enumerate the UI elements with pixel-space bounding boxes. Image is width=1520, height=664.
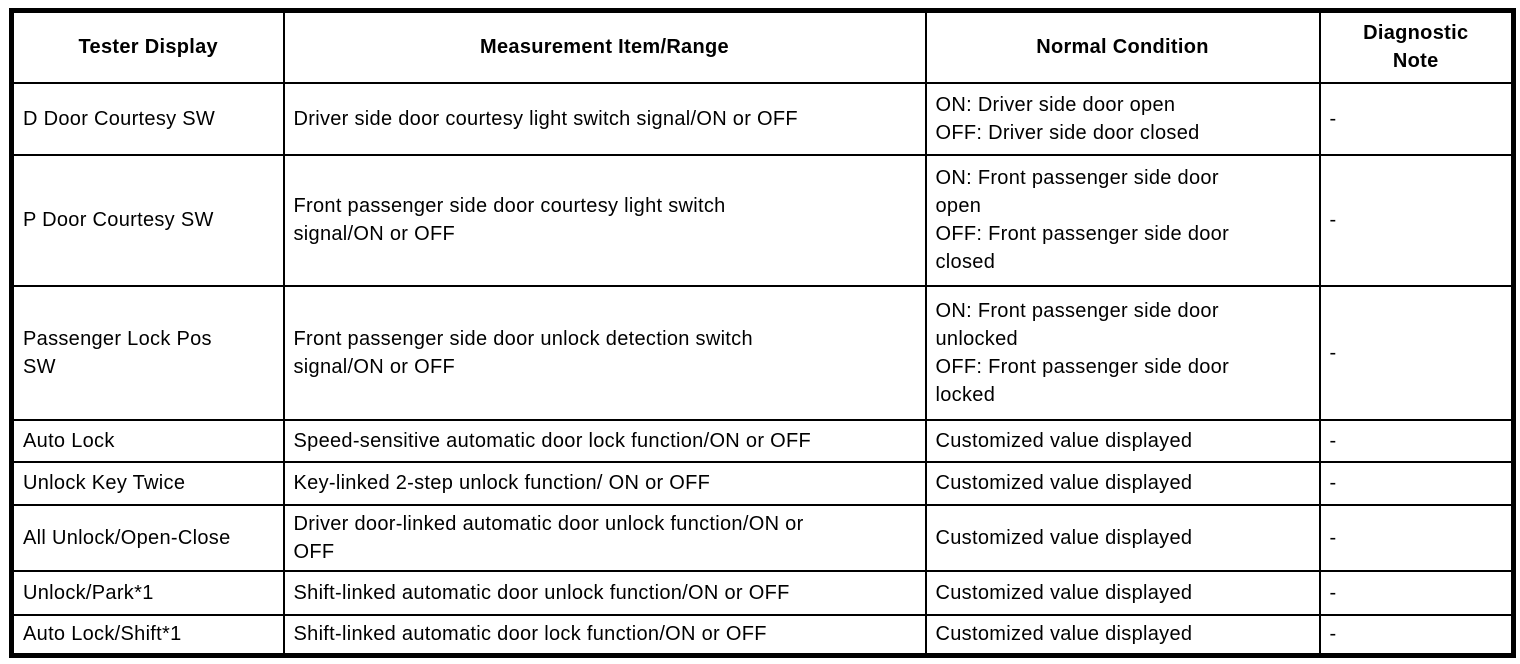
cell-measurement-item-range: Driver side door courtesy light switch s…	[282, 81, 927, 156]
cell-diagnostic-note: -	[1318, 284, 1515, 421]
column-header-measurement-item-range: Measurement Item/Range	[282, 9, 927, 84]
cell-measurement-item-range: Shift-linked automatic door lock functio…	[282, 613, 927, 657]
table-row: Passenger Lock Pos SW Front passenger si…	[10, 284, 1515, 421]
cell-normal-condition: Customized value displayed	[924, 569, 1321, 616]
table-row: All Unlock/Open-Close Driver door-linked…	[10, 503, 1515, 572]
cell-tester-display: D Door Courtesy SW	[10, 81, 285, 156]
cell-measurement-item-range: Speed-sensitive automatic door lock func…	[282, 418, 927, 463]
header-row: Tester Display Measurement Item/Range No…	[10, 9, 1515, 84]
cell-tester-display: Passenger Lock Pos SW	[10, 284, 285, 421]
table-row: Auto Lock Speed-sensitive automatic door…	[10, 418, 1515, 463]
cell-diagnostic-note: -	[1318, 81, 1515, 156]
cell-diagnostic-note: -	[1318, 460, 1515, 506]
column-header-normal-condition: Normal Condition	[924, 9, 1321, 84]
table-row: D Door Courtesy SW Driver side door cour…	[10, 81, 1515, 156]
tester-diagnostic-table: Tester Display Measurement Item/Range No…	[9, 8, 1516, 658]
table-row: P Door Courtesy SW Front passenger side …	[10, 153, 1515, 287]
cell-tester-display: Auto Lock	[10, 418, 285, 463]
cell-diagnostic-note: -	[1318, 153, 1515, 287]
cell-tester-display: Unlock Key Twice	[10, 460, 285, 506]
cell-normal-condition: ON: Driver side door open OFF: Driver si…	[924, 81, 1321, 156]
cell-normal-condition: Customized value displayed	[924, 460, 1321, 506]
cell-tester-display: Auto Lock/Shift*1	[10, 613, 285, 657]
table-row: Unlock/Park*1 Shift-linked automatic doo…	[10, 569, 1515, 616]
cell-measurement-item-range: Driver door-linked automatic door unlock…	[282, 503, 927, 572]
cell-normal-condition: Customized value displayed	[924, 503, 1321, 572]
cell-normal-condition: Customized value displayed	[924, 418, 1321, 463]
cell-normal-condition: ON: Front passenger side door unlocked O…	[924, 284, 1321, 421]
table-row: Unlock Key Twice Key-linked 2-step unloc…	[10, 460, 1515, 506]
cell-normal-condition: Customized value displayed	[924, 613, 1321, 657]
cell-tester-display: All Unlock/Open-Close	[10, 503, 285, 572]
table-row: Auto Lock/Shift*1 Shift-linked automatic…	[10, 613, 1515, 657]
cell-tester-display: Unlock/Park*1	[10, 569, 285, 616]
cell-normal-condition: ON: Front passenger side door open OFF: …	[924, 153, 1321, 287]
cell-diagnostic-note: -	[1318, 569, 1515, 616]
cell-measurement-item-range: Front passenger side door courtesy light…	[282, 153, 927, 287]
cell-diagnostic-note: -	[1318, 418, 1515, 463]
column-header-tester-display: Tester Display	[10, 9, 285, 84]
cell-measurement-item-range: Key-linked 2-step unlock function/ ON or…	[282, 460, 927, 506]
cell-measurement-item-range: Front passenger side door unlock detecti…	[282, 284, 927, 421]
column-header-diagnostic-note: Diagnostic Note	[1318, 9, 1515, 84]
cell-diagnostic-note: -	[1318, 613, 1515, 657]
cell-diagnostic-note: -	[1318, 503, 1515, 572]
cell-tester-display: P Door Courtesy SW	[10, 153, 285, 287]
cell-measurement-item-range: Shift-linked automatic door unlock funct…	[282, 569, 927, 616]
